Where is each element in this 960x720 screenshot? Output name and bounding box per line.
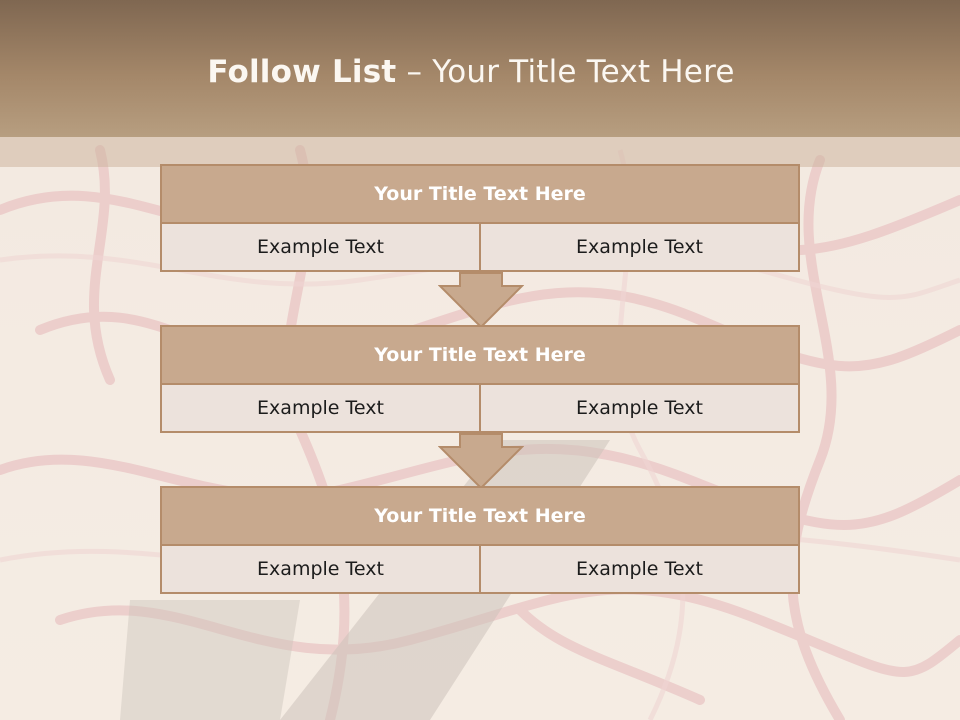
block-right-text[interactable]: Example Text: [479, 385, 798, 431]
list-block-3: Your Title Text Here Example Text Exampl…: [160, 486, 800, 594]
title-bar: [0, 0, 960, 137]
list-block-2: Your Title Text Here Example Text Exampl…: [160, 325, 800, 433]
block-left-text[interactable]: Example Text: [162, 224, 479, 270]
block-title[interactable]: Your Title Text Here: [162, 166, 798, 224]
block-left-text[interactable]: Example Text: [162, 546, 479, 592]
title-rest: – Your Title Text Here: [396, 54, 735, 90]
block-left-text[interactable]: Example Text: [162, 385, 479, 431]
list-block-1: Your Title Text Here Example Text Exampl…: [160, 164, 800, 272]
down-arrow-icon: [438, 272, 524, 328]
block-right-text[interactable]: Example Text: [479, 224, 798, 270]
title-bold: Follow List: [207, 54, 397, 90]
block-title[interactable]: Your Title Text Here: [162, 327, 798, 385]
down-arrow-icon: [438, 433, 524, 489]
title-strip: [0, 137, 960, 167]
block-title[interactable]: Your Title Text Here: [162, 488, 798, 546]
page-title: Follow List – Your Title Text Here: [0, 54, 942, 90]
block-right-text[interactable]: Example Text: [479, 546, 798, 592]
